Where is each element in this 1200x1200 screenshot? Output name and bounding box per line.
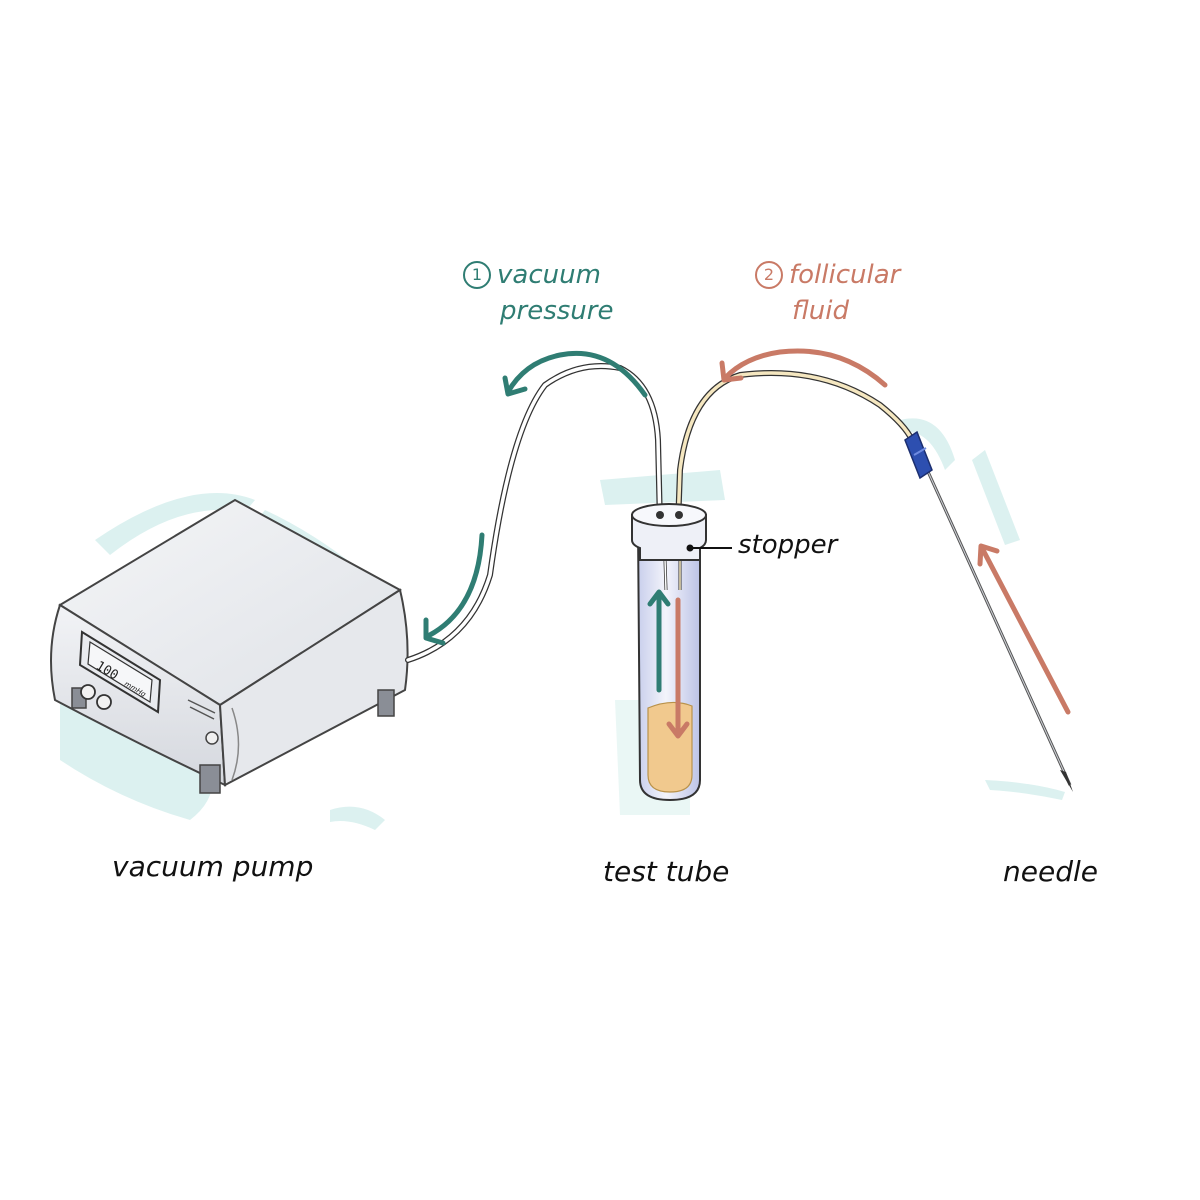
needle-hub	[904, 430, 933, 480]
fluid-arrow-top	[722, 348, 888, 388]
test-tube-label: test tube	[603, 855, 730, 888]
pump-knob-right[interactable]	[96, 694, 112, 710]
fluid-flow-arrows	[666, 348, 1071, 739]
step-2-line2: fluid	[792, 296, 850, 326]
needle	[923, 464, 1073, 792]
vacuum-arrow-top	[505, 350, 648, 398]
stopper-leader-line	[686, 544, 732, 552]
pump-knob-left[interactable]	[80, 684, 96, 700]
vacuum-tubing	[405, 363, 663, 663]
fluid-tubing	[675, 370, 915, 528]
step-2-number: 2	[755, 261, 783, 289]
step-2-line1: follicular	[789, 260, 901, 290]
pump-display-panel: 100 mmHg	[78, 630, 162, 714]
step-1-line1: vacuum	[497, 260, 601, 290]
fluid-arrow-needle	[979, 545, 1071, 715]
stopper-label: stopper	[738, 530, 838, 560]
needle-label: needle	[1003, 855, 1098, 888]
tubing	[405, 363, 915, 663]
step-1-number: 1	[463, 261, 491, 289]
stopper	[631, 503, 707, 561]
vacuum-pump-label: vacuum pump	[112, 850, 314, 883]
test-tube	[636, 524, 701, 802]
vacuum-flow-arrows	[423, 350, 671, 693]
vacuum-arrow-left	[425, 532, 485, 639]
step-1-line2: pressure	[500, 296, 614, 326]
